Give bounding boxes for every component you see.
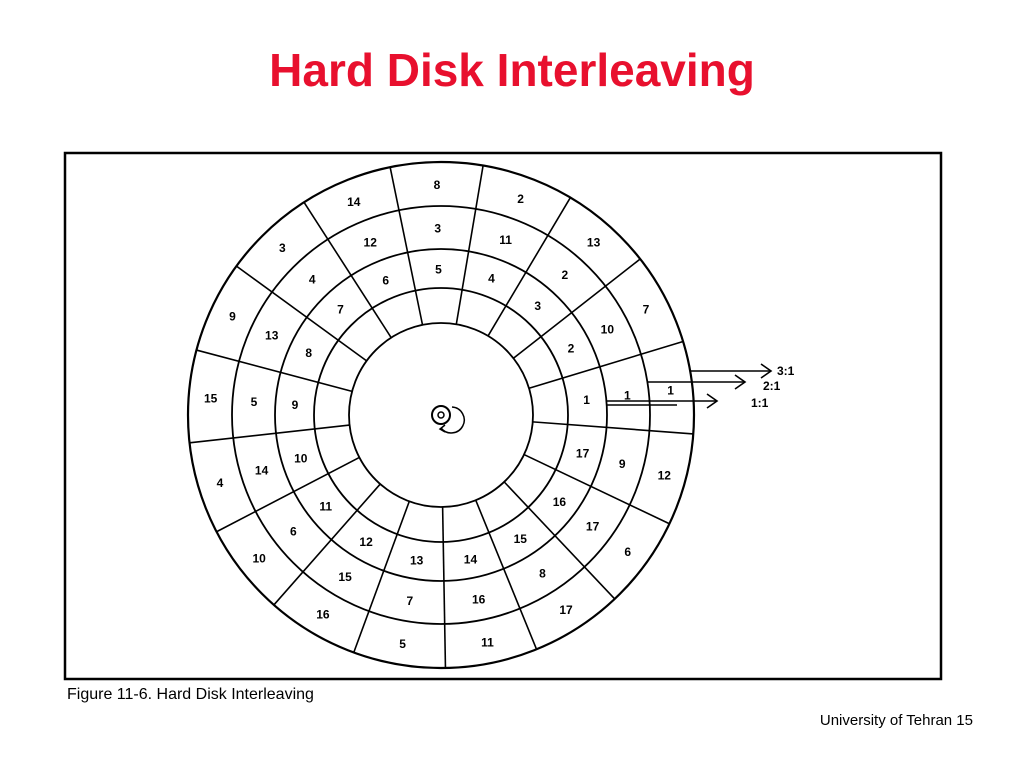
sector-label-middle: 11 bbox=[499, 233, 512, 247]
sector-label-inner: 5 bbox=[435, 263, 442, 277]
track-ring bbox=[274, 248, 608, 582]
sector-label-outer: 1 bbox=[667, 384, 674, 398]
sector-divider bbox=[532, 421, 694, 435]
track-ring bbox=[348, 322, 534, 508]
sector-label-inner: 1 bbox=[583, 393, 590, 407]
sector-label-inner: 2 bbox=[568, 341, 575, 355]
sector-label-inner: 4 bbox=[488, 271, 495, 285]
sector-label-middle: 2 bbox=[562, 268, 569, 282]
sector-label-outer: 4 bbox=[217, 476, 224, 490]
sector-divider bbox=[528, 340, 684, 390]
sector-divider bbox=[216, 456, 360, 533]
sector-label-middle: 14 bbox=[255, 463, 269, 477]
sector-label-outer: 12 bbox=[658, 468, 672, 482]
footer-text: University of Tehran 15 bbox=[819, 712, 973, 729]
track-ring bbox=[186, 160, 696, 670]
sector-label-outer: 3 bbox=[279, 241, 286, 255]
sector-label-middle: 13 bbox=[265, 328, 279, 342]
sector-label-outer: 10 bbox=[252, 551, 266, 565]
interleave-ratio-middle: 2:1 bbox=[763, 379, 781, 393]
sector-divider bbox=[389, 167, 424, 326]
sector-label-outer: 13 bbox=[587, 236, 601, 250]
sector-label-inner: 11 bbox=[319, 499, 332, 513]
sector-label-inner: 12 bbox=[359, 535, 373, 549]
interleave-ratio-arrows bbox=[606, 363, 773, 409]
sector-divider bbox=[455, 165, 484, 325]
sector-label-inner: 13 bbox=[410, 553, 424, 567]
sector-label-outer: 16 bbox=[316, 608, 330, 622]
sector-label-middle: 7 bbox=[406, 594, 413, 608]
sector-label-middle: 16 bbox=[472, 593, 486, 607]
sector-label-outer: 17 bbox=[559, 603, 573, 617]
interleave-ratio-inner: 1:1 bbox=[751, 396, 769, 410]
sector-label-inner: 9 bbox=[292, 398, 299, 412]
spindle-icon bbox=[431, 405, 465, 434]
ratio-arrow-head bbox=[760, 363, 773, 379]
interleave-ratio-labels: 3:12:1 1:1 bbox=[751, 364, 795, 410]
sector-label-middle: 15 bbox=[338, 570, 352, 584]
sector-label-inner: 7 bbox=[337, 302, 344, 316]
sector-label-middle: 8 bbox=[539, 567, 546, 581]
sector-divider bbox=[303, 201, 392, 339]
sector-label-outer: 9 bbox=[229, 310, 236, 324]
ratio-arrow-head bbox=[706, 393, 719, 409]
sector-label-inner: 8 bbox=[305, 346, 312, 360]
figure-border bbox=[63, 151, 943, 681]
sector-divider bbox=[474, 499, 538, 650]
sector-divider bbox=[353, 501, 411, 653]
figure-caption: Figure 11-6. Hard Disk Interleaving bbox=[67, 686, 314, 703]
sector-label-outer: 11 bbox=[481, 635, 494, 649]
sector-label-middle: 9 bbox=[619, 457, 626, 471]
sector-label-inner: 10 bbox=[294, 452, 308, 466]
sector-label-middle: 6 bbox=[290, 525, 297, 539]
sector-label-middle: 10 bbox=[601, 322, 615, 336]
sector-label-outer: 5 bbox=[399, 637, 406, 651]
sector-divider bbox=[235, 265, 368, 362]
sector-label-inner: 16 bbox=[553, 495, 567, 509]
sector-label-middle: 4 bbox=[309, 273, 316, 287]
sector-label-outer: 14 bbox=[347, 195, 361, 209]
sector-label-inner: 17 bbox=[576, 447, 590, 461]
sector-divider bbox=[441, 506, 447, 668]
sector-label-inner: 6 bbox=[382, 273, 389, 287]
sector-divider bbox=[189, 424, 350, 444]
sector-label-outer: 8 bbox=[434, 178, 441, 192]
sector-label-outer: 6 bbox=[624, 545, 631, 559]
sector-divider bbox=[273, 483, 381, 606]
sector-label-inner: 14 bbox=[464, 553, 478, 567]
sector-divider bbox=[523, 453, 670, 525]
sector-dividers bbox=[189, 165, 694, 668]
track-ring bbox=[313, 287, 569, 543]
sector-divider bbox=[487, 197, 572, 337]
sector-label-middle: 5 bbox=[251, 395, 258, 409]
slide-title: Hard Disk Interleaving bbox=[269, 44, 755, 96]
sector-label-outer: 7 bbox=[643, 302, 650, 316]
sector-divider bbox=[512, 258, 641, 359]
sector-label-middle: 12 bbox=[364, 235, 378, 249]
sector-label-inner: 3 bbox=[534, 299, 541, 313]
sector-label-middle: 17 bbox=[586, 519, 600, 533]
interleave-ratio-outer: 3:1 bbox=[777, 364, 795, 378]
sector-label-middle: 1 bbox=[624, 388, 631, 402]
sector-label-inner: 15 bbox=[514, 532, 528, 546]
sector-label-outer: 15 bbox=[204, 392, 218, 406]
sector-label-middle: 3 bbox=[434, 222, 441, 236]
sector-divider bbox=[503, 481, 616, 600]
ratio-arrow-head bbox=[734, 374, 747, 390]
track-ring bbox=[231, 205, 651, 625]
sector-divider bbox=[196, 349, 353, 393]
disk-platter bbox=[186, 160, 696, 670]
sector-label-outer: 2 bbox=[517, 192, 524, 206]
